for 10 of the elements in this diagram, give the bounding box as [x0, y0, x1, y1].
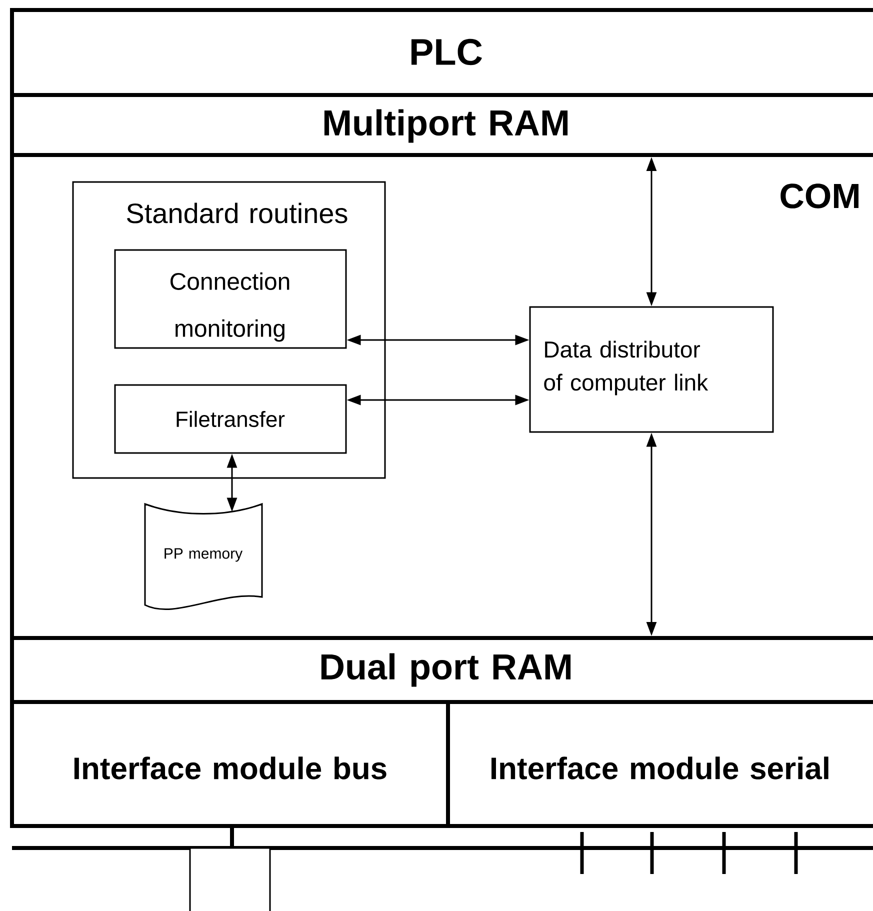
interface-box: Interface module serial: [446, 700, 873, 828]
connector-box: [189, 847, 271, 911]
interface-box: Interface module bus: [10, 700, 450, 828]
process-box: Data distributor of computer link: [529, 306, 774, 433]
process-box: Connection monitoring: [114, 249, 347, 349]
band: Multiport RAM: [10, 93, 873, 157]
process-box: Filetransfer: [114, 384, 347, 454]
band: Dual port RAM: [10, 636, 873, 704]
band: PLC: [10, 8, 873, 97]
connector-line: [230, 828, 234, 848]
